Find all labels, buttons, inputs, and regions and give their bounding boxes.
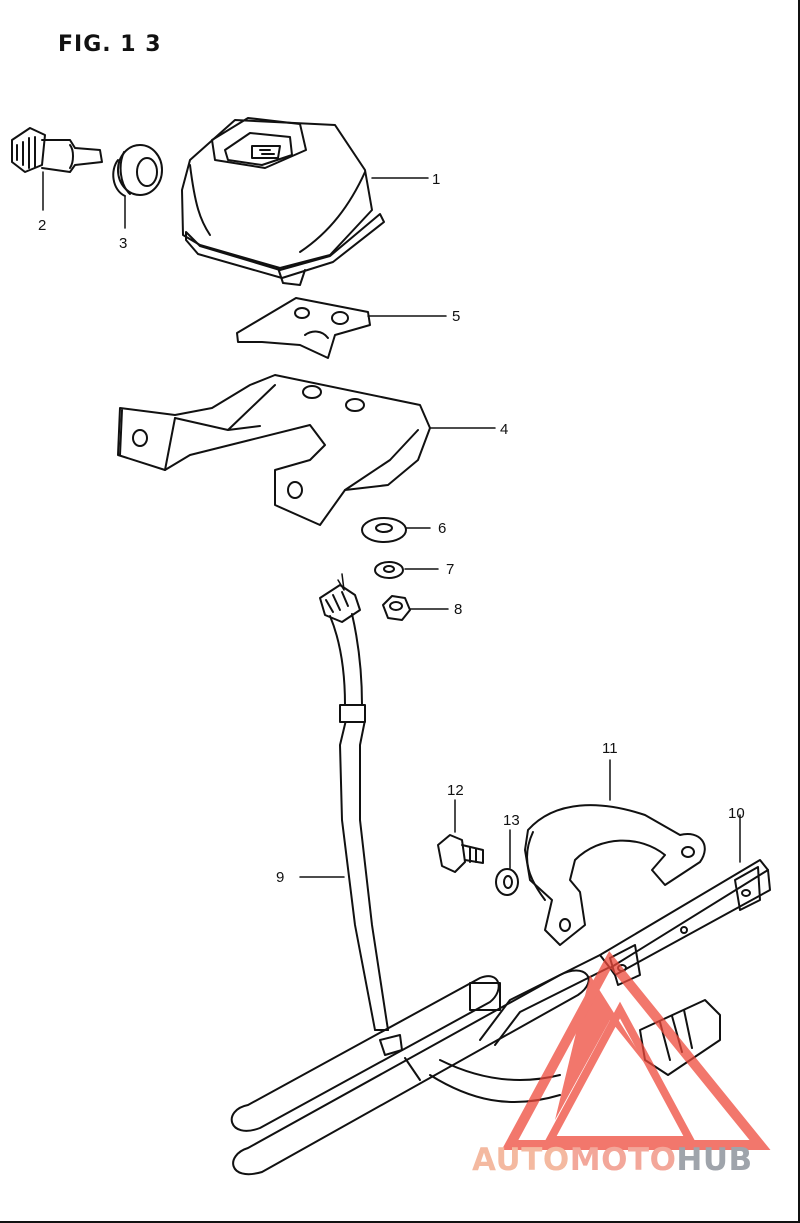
part-4-bracket: [117, 374, 431, 526]
part-8-nut: [382, 595, 411, 621]
part-11-clamp: [524, 759, 706, 946]
part-10-frame: [230, 814, 771, 1176]
leader-lines: [299, 177, 496, 878]
watermark-logo-icon: [501, 951, 771, 1150]
watermark-text: AUTOMOTOHUB: [472, 1142, 753, 1178]
callout-1: 1: [432, 171, 440, 188]
callout-5: 5: [452, 308, 460, 325]
callout-10: 10: [728, 805, 745, 822]
watermark-part-auto: AUTO: [472, 1142, 570, 1178]
callout-7: 7: [446, 561, 454, 578]
part-13-washer: [495, 829, 519, 896]
watermark-part-moto: MOTO: [569, 1142, 677, 1178]
part-12-bolt: [437, 799, 484, 873]
callout-11: 11: [602, 740, 618, 757]
callout-12: 12: [447, 782, 464, 799]
callout-9: 9: [276, 869, 284, 886]
part-1-regulator-box: [181, 117, 385, 286]
callout-8: 8: [454, 601, 462, 618]
part-6-washer: [361, 517, 407, 543]
callout-numbers: 1 2 3 4 5 6 7 8 9 10 11 12 13: [38, 171, 745, 886]
watermark-part-hub: HUB: [676, 1142, 753, 1178]
callout-13: 13: [503, 812, 520, 829]
callout-3: 3: [119, 235, 127, 252]
part-3-grommet: [112, 144, 163, 229]
part-7-lock-washer: [374, 561, 404, 579]
callout-6: 6: [438, 520, 446, 537]
part-5-plate: [236, 297, 371, 359]
callout-2: 2: [38, 217, 46, 234]
callout-4: 4: [500, 421, 508, 438]
part-9-cable: [319, 573, 389, 1031]
figure-title: FIG. 1 3: [58, 32, 162, 57]
part-2-bolt: [11, 127, 103, 211]
